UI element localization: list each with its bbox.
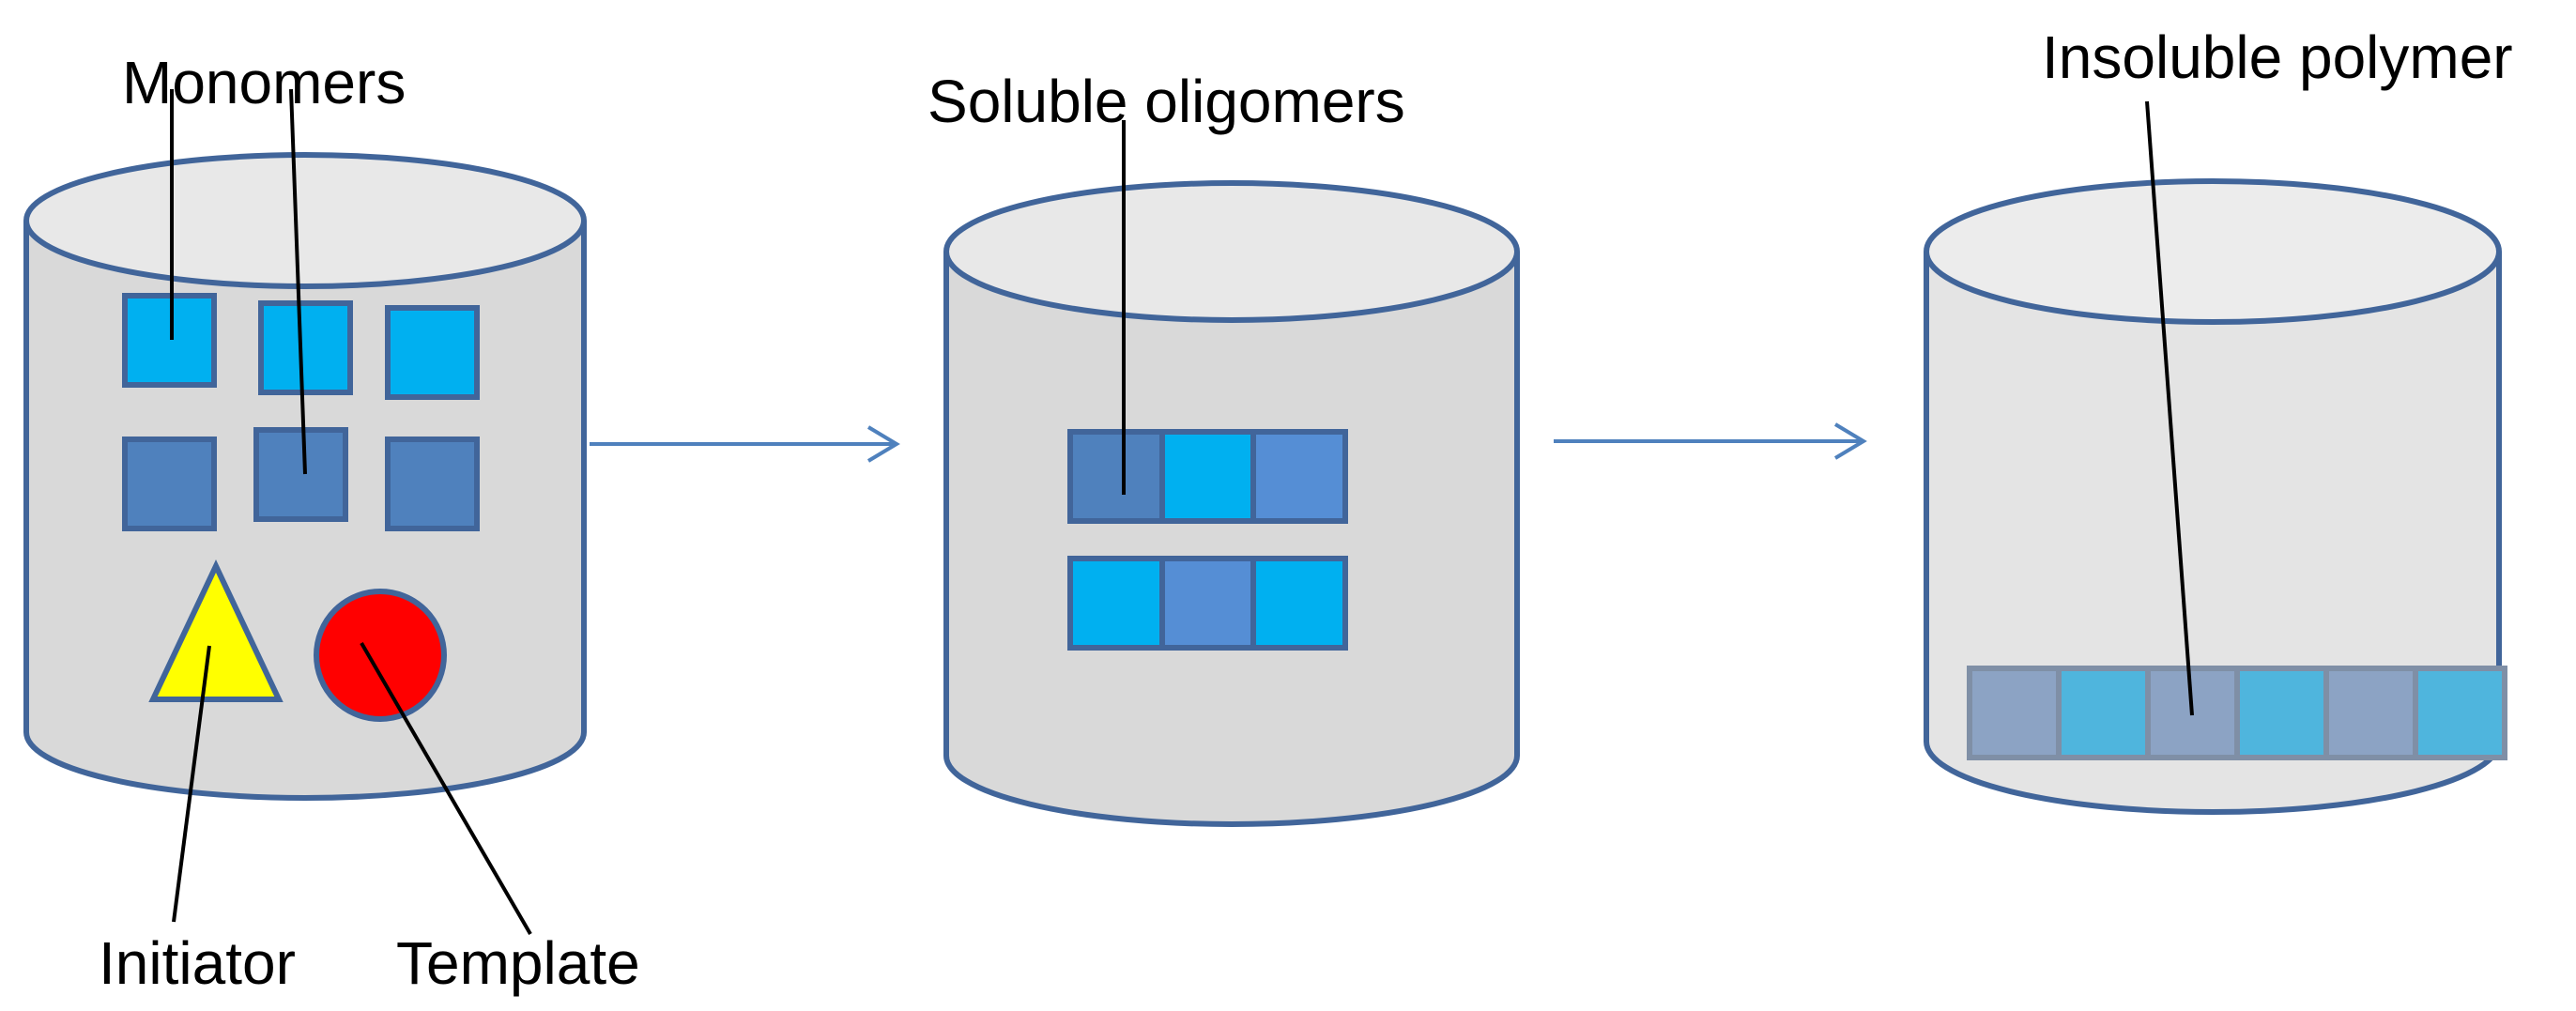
monomer-light bbox=[385, 305, 480, 400]
label-soluble-oligomers: Soluble oligomers bbox=[928, 68, 1405, 135]
leader-line-template bbox=[360, 641, 532, 936]
polymer-chain bbox=[1967, 666, 2507, 760]
oligomer-unit bbox=[1250, 429, 1348, 524]
oligomer-unit bbox=[1159, 556, 1256, 651]
label-initiator: Initiator bbox=[99, 929, 296, 997]
vessel-oligomers-top bbox=[943, 180, 1520, 323]
label-template: Template bbox=[396, 929, 640, 997]
template-circle bbox=[314, 589, 447, 722]
vessel-oligomers-body bbox=[943, 252, 1520, 827]
right-arrow-icon bbox=[1554, 422, 1867, 460]
polymer-unit bbox=[2413, 666, 2507, 760]
vessel-oligomers bbox=[943, 180, 1520, 827]
oligomer-unit bbox=[1159, 429, 1256, 524]
oligomer-unit bbox=[1250, 556, 1348, 651]
label-insoluble-polymer: Insoluble polymer bbox=[2042, 23, 2513, 91]
polymer-unit bbox=[2056, 666, 2151, 760]
polymer-unit bbox=[2234, 666, 2329, 760]
oligomer-unit bbox=[1067, 556, 1165, 651]
initiator-triangle bbox=[148, 559, 284, 702]
leader-lines bbox=[170, 88, 2194, 936]
oligomer-unit bbox=[1067, 429, 1165, 524]
vessel-polymer bbox=[1924, 178, 2507, 815]
monomer-dark bbox=[122, 437, 217, 531]
label-monomers: Monomers bbox=[122, 49, 406, 116]
leader-line-monomers-2 bbox=[289, 88, 307, 475]
monomer-dark bbox=[385, 437, 480, 531]
polymer-unit bbox=[1967, 666, 2062, 760]
leader-line-polymer bbox=[2145, 100, 2194, 716]
monomer-light bbox=[258, 300, 353, 395]
vessel-polymer-top bbox=[1924, 178, 2502, 325]
vessel-monomers-top bbox=[23, 152, 587, 289]
right-arrow-icon bbox=[590, 425, 900, 463]
vessel-monomers bbox=[23, 152, 587, 801]
leader-line-initiator bbox=[172, 645, 211, 923]
monomer-dark bbox=[253, 427, 348, 522]
polymer-unit bbox=[2323, 666, 2418, 760]
monomer-light bbox=[122, 293, 217, 388]
